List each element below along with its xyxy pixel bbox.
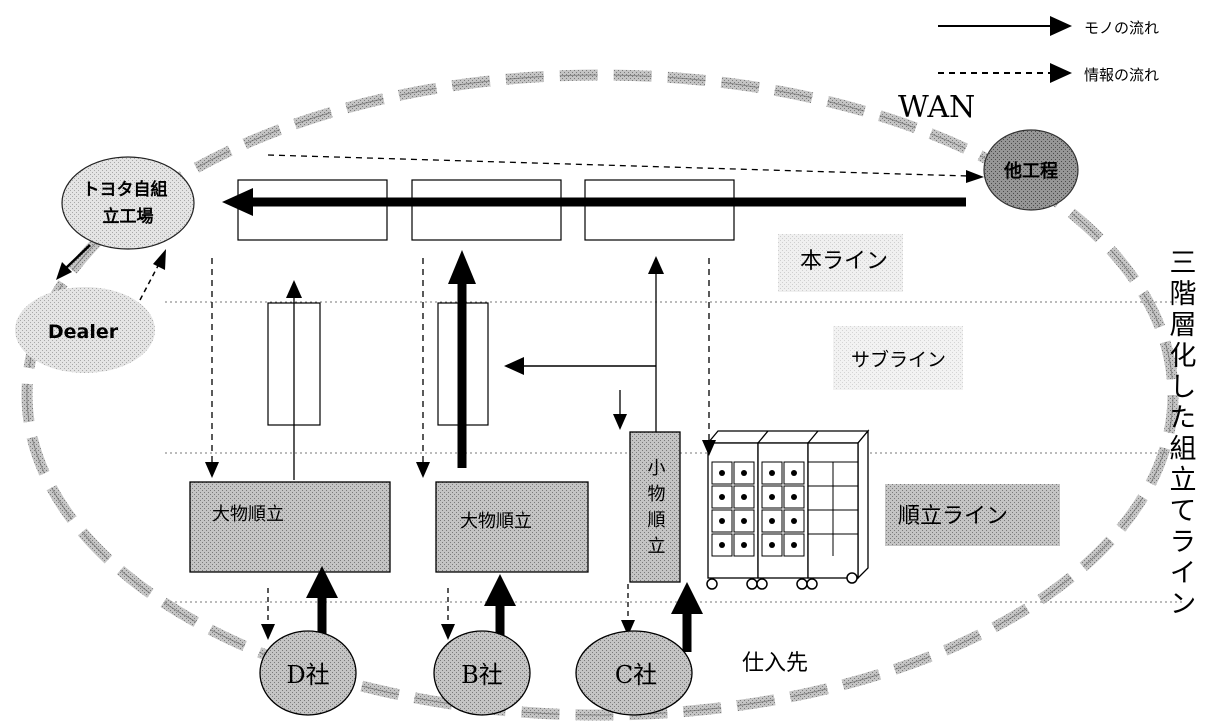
supplier-tier-label: 仕入先 <box>742 651 808 676</box>
main-line-label: 本ライン <box>800 249 888 274</box>
wan-label: WAN <box>898 90 975 125</box>
wan-info-arrow <box>268 155 968 176</box>
small-parts-label: 小物順立 <box>645 458 666 562</box>
sequence-line-label: 順立ライン <box>898 504 1008 529</box>
large-parts-label-2: 大物順立 <box>460 511 532 532</box>
supplier-c-label: C社 <box>615 661 657 689</box>
plant-node <box>62 157 194 249</box>
legend-dashed-arrowhead <box>1050 63 1072 83</box>
main-line-station-1 <box>238 180 387 240</box>
legend-solid-arrowhead <box>1050 16 1072 36</box>
main-line-station-3 <box>585 180 734 240</box>
large-parts-box-1 <box>190 482 390 572</box>
sub-line-label: サブライン <box>851 348 946 371</box>
other-process-label: 他工程 <box>1003 160 1058 182</box>
legend-info-flow-label: 情報の流れ <box>1084 66 1159 84</box>
supplier-b-label: B社 <box>461 661 503 689</box>
supplier-d-label: D社 <box>286 661 329 689</box>
legend-material-flow-label: モノの流れ <box>1084 19 1159 37</box>
dealer-to-plant-info-arrow <box>140 262 160 300</box>
dealer-label: Dealer <box>48 321 119 343</box>
legend: モノの流れ 情報の流れ <box>938 16 1159 84</box>
large-parts-label-1: 大物順立 <box>212 504 284 525</box>
side-caption: 三階層化した組立てライン <box>1165 248 1197 620</box>
main-line-station-2 <box>412 180 561 240</box>
parts-rack-illustration <box>707 431 868 589</box>
